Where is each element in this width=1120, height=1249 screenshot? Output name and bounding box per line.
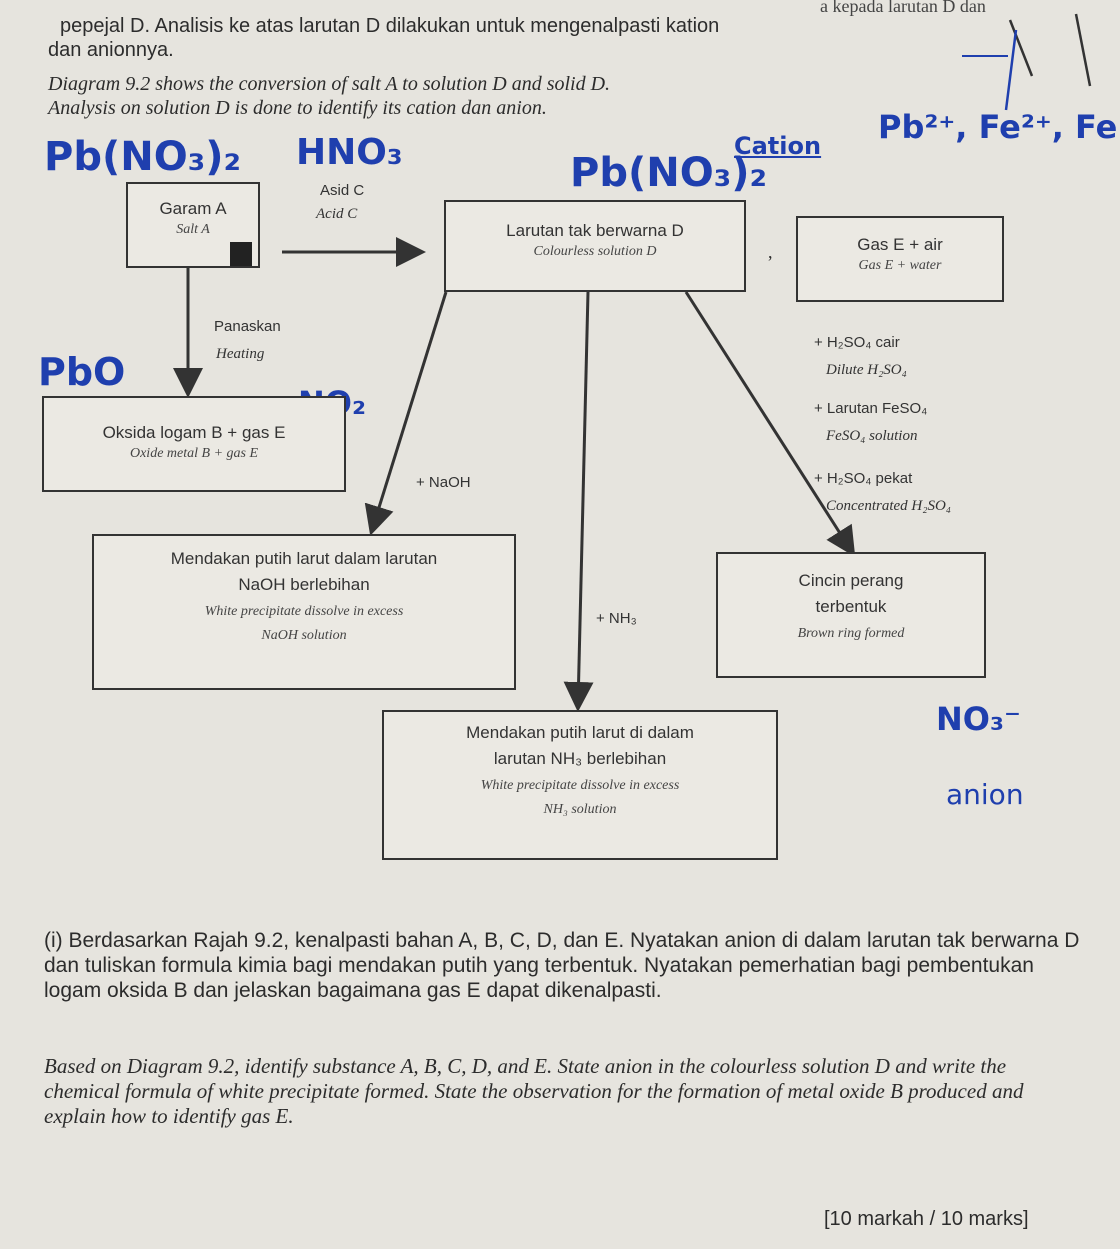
label-nh3: + NH₃ [596,610,637,627]
white-ppt-naoh-malay-1: Mendakan putih larut dalam larutan [170,549,438,568]
label-feso4-malay: + Larutan FeSO₄ [814,400,928,417]
label-heat-english: Heating [216,346,265,362]
handwritten-pbno3-top: Pb(NO₃)₂ [44,134,242,180]
oxide-b-english: Oxide metal B + gas E [129,446,259,461]
white-ppt-nh3-malay-1: Mendakan putih larut di dalam [466,723,694,742]
box-gas-e: Gas E + air Gas E + water [796,216,1004,302]
white-ppt-naoh-english-1: White precipitate dissolve in excess [204,604,404,619]
brown-ring-malay-1: Cincin perang [798,571,904,590]
gas-e-malay: Gas E + air [857,235,943,254]
handwritten-cation: Cation [734,132,822,160]
header-english-line-3: Diagram 9.2 shows the conversion of salt… [48,73,611,95]
box-white-precipitate-naoh: Mendakan putih larut dalam larutan NaOH … [92,534,516,690]
header-malay-line-1: pepejal D. Analisis ke atas larutan D di… [60,15,720,37]
label-acid-c-english: Acid C [316,206,358,222]
label-h2so4-dilute-english: Dilute H₂SO₄ [826,362,907,378]
solution-d-malay: Larutan tak berwarna D [506,221,684,240]
handwritten-nitrate: NO₃⁻ [936,700,1021,738]
header-malay-line-2: dan anionnya. [48,39,174,61]
box-solution-d: Larutan tak berwarna D Colourless soluti… [444,200,746,292]
header-english-line-4: Analysis on solution D is done to identi… [48,97,547,119]
brown-ring-english: Brown ring formed [797,626,905,641]
white-ppt-nh3-malay-2: larutan NH₃ berlebihan [493,749,667,768]
label-naoh: + NaOH [416,474,471,491]
label-heat-malay: Panaskan [214,318,281,335]
label-acid-c-malay: Asid C [320,182,365,199]
handwritten-pbno3-mid: Pb(NO₃)₂ [570,150,768,196]
salt-a-malay: Garam A [159,199,227,218]
question-english: Based on Diagram 9.2, identify substance… [44,1054,1024,1128]
handwritten-cations-list: Pb²⁺, Fe²⁺, Fe [878,108,1118,146]
white-ppt-nh3-english-1: White precipitate dissolve in excess [480,778,680,793]
box-oxide-b: Oksida logam B + gas E Oxide metal B + g… [42,396,346,492]
gas-e-english: Gas E + water [858,258,942,273]
box-brown-ring: Cincin perang terbentuk Brown ring forme… [716,552,986,678]
handwritten-anion: anion [946,778,1024,811]
brown-ring-malay-2: terbentuk [815,597,887,616]
solution-d-english: Colourless solution D [533,244,657,259]
salt-a-redaction-mark [230,242,252,266]
header-line-0: a kepada larutan D dan [820,0,986,16]
comma-separator: , [768,242,773,262]
question-marks: [10 markah / 10 marks] [824,1208,1029,1230]
label-h2so4-dilute-malay: + H₂SO₄ cair [814,334,900,351]
label-h2so4-conc-malay: + H₂SO₄ pekat [814,470,913,487]
white-ppt-naoh-english-2: NaOH solution [261,628,347,643]
white-ppt-nh3-english-2: NH₃ solution [543,802,617,817]
label-h2so4-conc-english: Concentrated H₂SO₄ [826,498,951,514]
handwritten-hno3: HNO₃ [296,132,403,173]
white-ppt-naoh-malay-2: NaOH berlebihan [238,575,370,594]
salt-a-english: Salt A [176,222,210,237]
oxide-b-malay: Oksida logam B + gas E [102,423,286,442]
handwritten-pbo: PbO [38,350,126,394]
question-malay: (i) Berdasarkan Rajah 9.2, kenalpasti ba… [44,929,1080,1002]
box-white-precipitate-nh3: Mendakan putih larut di dalam larutan NH… [382,710,778,860]
label-feso4-english: FeSO₄ solution [826,428,918,444]
